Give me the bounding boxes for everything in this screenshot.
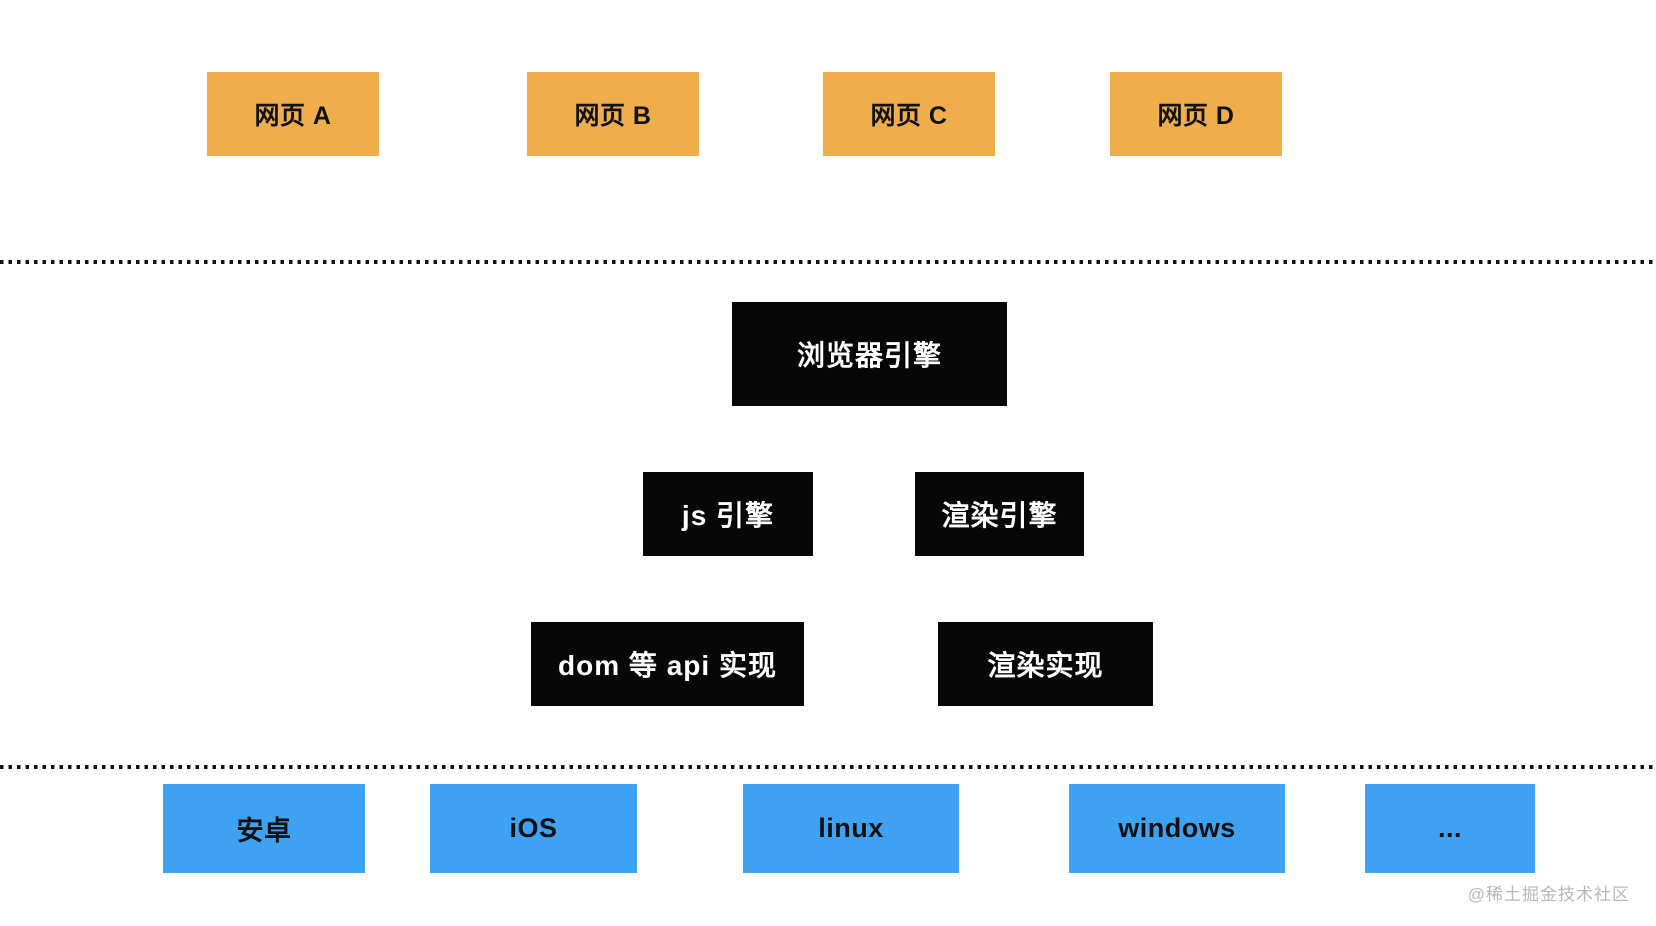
webpage-a-box: 网页 A: [207, 72, 379, 156]
platform-linux-label: linux: [818, 813, 884, 843]
render-impl-box: 渲染实现: [938, 622, 1153, 706]
dotted-divider-top: [0, 260, 1656, 264]
dom-api-impl-label: dom 等 api 实现: [558, 650, 777, 681]
render-engine-box: 渲染引擎: [915, 472, 1084, 556]
js-engine-box: js 引擎: [643, 472, 813, 556]
platform-android-box: 安卓: [163, 784, 365, 873]
platform-linux-box: linux: [743, 784, 959, 873]
render-impl-label: 渲染实现: [987, 650, 1104, 681]
platform-more-box: ...: [1365, 784, 1535, 873]
webpage-a-label: 网页 A: [254, 102, 332, 130]
browser-engine-label: 浏览器引擎: [796, 340, 942, 371]
platform-more-label: ...: [1437, 813, 1462, 843]
render-engine-label: 渲染引擎: [941, 500, 1058, 531]
browser-engine-box: 浏览器引擎: [732, 302, 1007, 406]
webpage-c-label: 网页 C: [870, 102, 948, 130]
platform-windows-label: windows: [1118, 813, 1236, 843]
js-engine-label: js 引擎: [681, 500, 775, 531]
platform-android-label: 安卓: [236, 816, 292, 846]
juejin-watermark: @稀土掘金技术社区: [1467, 885, 1630, 904]
webpage-b-label: 网页 B: [574, 102, 652, 130]
webpage-d-label: 网页 D: [1157, 102, 1235, 130]
webpage-c-box: 网页 C: [823, 72, 995, 156]
platform-ios-box: iOS: [430, 784, 637, 873]
webpage-b-box: 网页 B: [527, 72, 699, 156]
dotted-divider-bottom: [0, 765, 1656, 769]
platform-ios-label: iOS: [509, 813, 558, 843]
dom-api-impl-box: dom 等 api 实现: [531, 622, 804, 706]
platform-windows-box: windows: [1069, 784, 1285, 873]
webpage-d-box: 网页 D: [1110, 72, 1282, 156]
